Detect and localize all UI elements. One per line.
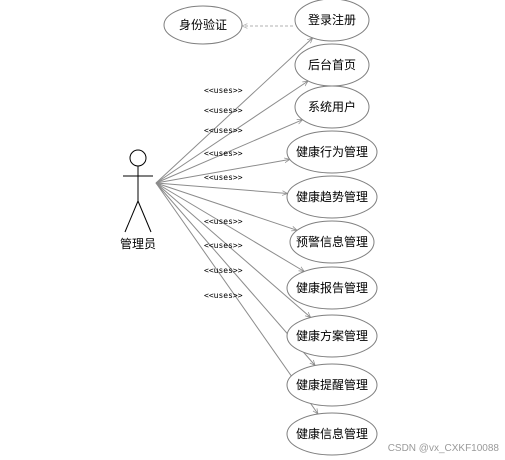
use-case-label: 健康行为管理 <box>296 144 368 159</box>
use-case-label: 健康提醒管理 <box>296 377 368 392</box>
use-cases: 登录注册后台首页系统用户健康行为管理健康趋势管理预警信息管理健康报告管理健康方案… <box>286 0 378 456</box>
use-case[interactable]: 健康报告管理 <box>286 266 378 310</box>
use-case-ellipse <box>294 85 370 129</box>
stereotype-label: <<uses>> <box>204 241 243 250</box>
association-line <box>155 119 303 184</box>
stereotype-label: <<uses>> <box>204 266 243 275</box>
use-case-label: 健康方案管理 <box>296 328 368 343</box>
actor-head <box>129 149 147 167</box>
use-case[interactable]: 登录注册 <box>294 0 370 42</box>
use-case-ellipse <box>289 220 375 264</box>
use-case-ellipse <box>294 0 370 42</box>
use-case-label: 预警信息管理 <box>296 234 368 249</box>
association-line <box>155 182 311 318</box>
use-case-ellipse <box>286 266 378 310</box>
use-case-auth-label: 身份验证 <box>179 17 227 32</box>
use-case[interactable]: 健康趋势管理 <box>286 175 378 219</box>
stereotype-label: <<uses>> <box>204 86 243 95</box>
stereotype-label: <<uses>> <box>204 106 243 115</box>
association-line <box>155 182 304 272</box>
use-case[interactable]: 健康提醒管理 <box>286 363 378 407</box>
use-case-auth[interactable]: 身份验证 <box>163 5 243 45</box>
association-line <box>155 159 290 184</box>
association-line <box>155 182 288 194</box>
stereotype-label: <<uses>> <box>204 126 243 135</box>
actor-right-leg <box>137 200 152 233</box>
use-case-ellipse <box>286 363 378 407</box>
association-line <box>155 182 297 230</box>
use-case-label: 健康信息管理 <box>296 426 368 441</box>
use-case-auth-ellipse <box>163 5 243 45</box>
stereotype-label: <<uses>> <box>204 173 243 182</box>
use-case-label: 健康报告管理 <box>296 280 368 295</box>
stereotype-labels: <<uses>> <<uses>> <<uses>> <<uses>> <<uses>>… <box>204 86 243 300</box>
actor-admin[interactable]: 管理员 <box>120 149 156 251</box>
association-line <box>155 81 308 184</box>
use-case-ellipse <box>286 175 378 219</box>
use-case-ellipse <box>286 130 378 174</box>
use-case[interactable]: 健康信息管理 <box>286 412 378 456</box>
actor-label: 管理员 <box>120 236 156 251</box>
use-case-label: 后台首页 <box>308 57 356 72</box>
use-case-ellipse <box>286 412 378 456</box>
use-case-label: 登录注册 <box>308 12 356 27</box>
use-case[interactable]: 系统用户 <box>294 85 370 129</box>
use-case-ellipse <box>286 314 378 358</box>
use-case-label: 健康趋势管理 <box>296 189 368 204</box>
association-line <box>155 38 313 184</box>
stereotype-label: <<uses>> <box>204 149 243 158</box>
use-case[interactable]: 健康方案管理 <box>286 314 378 358</box>
use-case[interactable]: 预警信息管理 <box>289 220 375 264</box>
stereotype-label: <<uses>> <box>204 217 243 226</box>
actor-left-leg <box>124 200 139 233</box>
use-case[interactable]: 健康行为管理 <box>286 130 378 174</box>
use-case[interactable]: 后台首页 <box>294 43 370 87</box>
watermark: CSDN @vx_CXKF10088 <box>387 443 499 454</box>
use-case-label: 系统用户 <box>308 99 356 114</box>
stereotype-label: <<uses>> <box>204 291 243 300</box>
